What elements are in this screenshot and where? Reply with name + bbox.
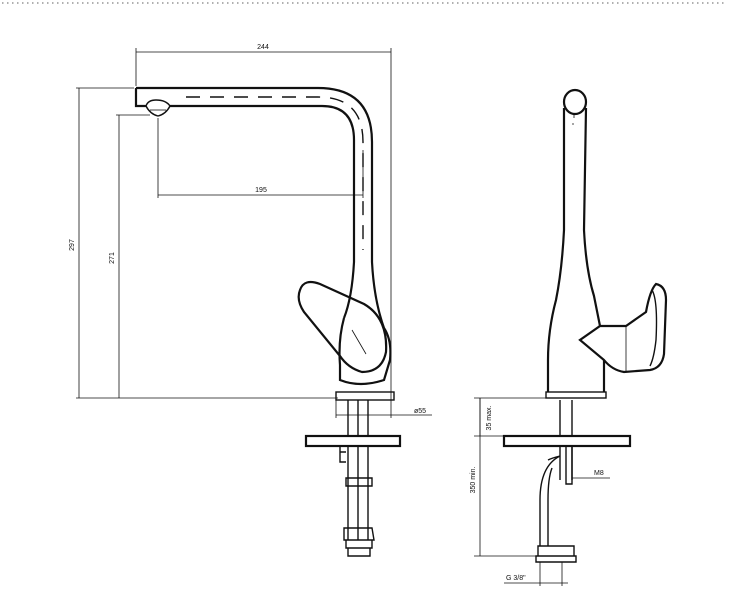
dim-supply-thread: G 3/8": [506, 575, 526, 582]
front-plate: [304, 434, 402, 448]
side-spout-tip: [562, 88, 588, 116]
dim-spout-height: 271: [109, 252, 116, 264]
side-spout-tube: [546, 107, 602, 392]
front-base: [335, 391, 395, 401]
dim-base-diameter: ø55: [414, 408, 426, 415]
dim-spout-reach: 195: [255, 187, 267, 194]
dim-stud-thread: M8: [594, 470, 604, 477]
side-dimensions: 35 max. 350 min. M8 G 3/8": [470, 397, 610, 586]
dim-shank-length: 350 min.: [470, 467, 477, 494]
dim-mount-thickness: 35 max.: [486, 405, 493, 430]
front-aerator: [145, 99, 171, 117]
front-spout-outline: [134, 86, 386, 329]
front-view: [134, 86, 402, 557]
side-view: [502, 88, 668, 563]
side-plate: [502, 434, 632, 448]
side-lever: [578, 282, 668, 374]
front-body: [338, 317, 392, 386]
front-shank: [347, 400, 369, 540]
dim-total-height: 297: [69, 239, 76, 251]
front-dimensions: 244 195 297 271 ø55: [69, 44, 432, 418]
side-base: [545, 391, 607, 399]
dim-total-reach: 244: [257, 44, 269, 51]
front-lever: [297, 280, 388, 374]
front-spout-hidden-line: [186, 96, 364, 250]
side-stud: [565, 446, 573, 485]
front-hose-fittings: [343, 477, 375, 557]
side-hose: [539, 455, 561, 546]
